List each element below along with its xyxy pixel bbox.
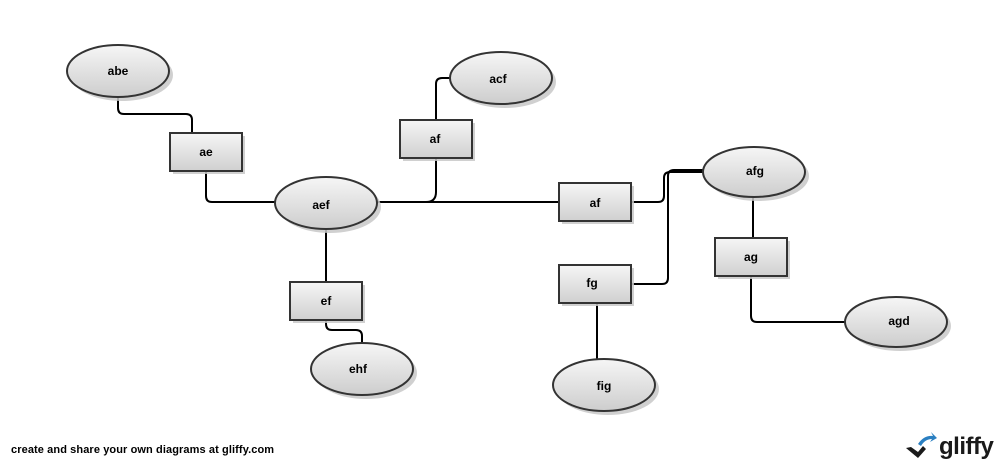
node-label: af bbox=[430, 132, 442, 146]
node-label: ag bbox=[744, 250, 758, 264]
node-label: acf bbox=[489, 72, 507, 86]
node-label: ef bbox=[321, 294, 333, 308]
node-af-upper[interactable]: af bbox=[399, 119, 475, 161]
node-abe[interactable]: abe bbox=[66, 44, 173, 101]
node-label: abe bbox=[108, 64, 129, 78]
edge-fg-afg bbox=[632, 169, 705, 285]
node-label: af bbox=[590, 196, 602, 210]
node-label: agd bbox=[888, 314, 909, 328]
node-label: fig bbox=[597, 379, 612, 393]
node-ae[interactable]: ae bbox=[169, 132, 245, 174]
node-fig[interactable]: fig bbox=[552, 358, 659, 415]
brand-name: gliffy bbox=[939, 433, 994, 460]
node-label: ae bbox=[199, 145, 213, 159]
node-ag[interactable]: ag bbox=[714, 237, 790, 279]
edge-af2-afg bbox=[631, 171, 705, 203]
brand-logo[interactable]: gliffy bbox=[904, 430, 994, 464]
node-af-lower[interactable]: af bbox=[558, 182, 634, 224]
edge-ae-aef bbox=[205, 171, 277, 203]
node-label: ehf bbox=[349, 362, 368, 376]
node-label: afg bbox=[746, 164, 764, 178]
edge-ag-agd bbox=[750, 277, 847, 323]
node-ehf[interactable]: ehf bbox=[310, 342, 417, 399]
gliffy-logo-icon bbox=[906, 432, 937, 458]
connector-layer bbox=[117, 77, 847, 359]
edge-abe-ae bbox=[117, 95, 193, 133]
node-label: fg bbox=[586, 276, 597, 290]
node-layer: abe ae aef af acf ef bbox=[66, 44, 951, 415]
node-label: aef bbox=[312, 198, 330, 212]
edge-aef-af1 bbox=[425, 158, 437, 203]
promo-link[interactable]: create and share your own diagrams at gl… bbox=[11, 444, 275, 456]
node-fg[interactable]: fg bbox=[558, 264, 634, 306]
node-afg[interactable]: afg bbox=[702, 146, 809, 201]
node-ef[interactable]: ef bbox=[289, 281, 365, 323]
node-acf[interactable]: acf bbox=[449, 51, 556, 108]
node-aef[interactable]: aef bbox=[274, 176, 381, 233]
node-agd[interactable]: agd bbox=[844, 296, 951, 351]
edge-af1-acf bbox=[435, 77, 451, 121]
edge-ef-ehf bbox=[325, 319, 363, 345]
